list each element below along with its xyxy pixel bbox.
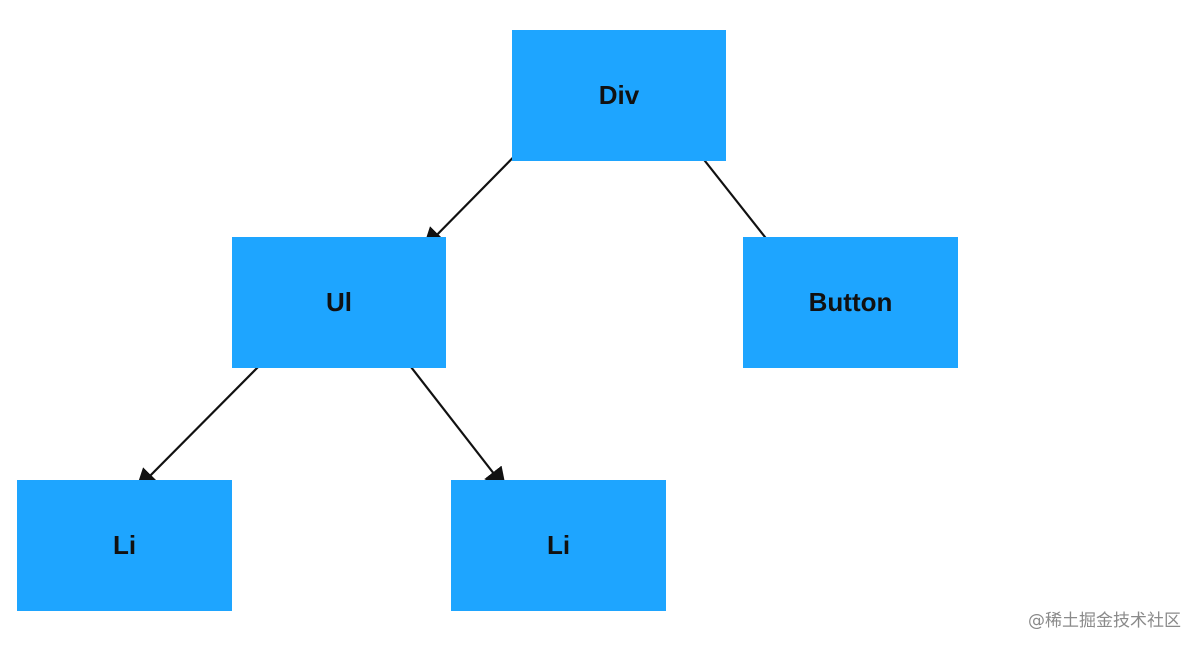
edge-ul-to-li-2 xyxy=(403,357,507,490)
node-button-label: Button xyxy=(808,287,893,317)
node-div: Div xyxy=(512,30,726,161)
node-li-1: Li xyxy=(17,480,232,611)
edge-ul-to-li-1 xyxy=(135,358,267,491)
node-div-label: Div xyxy=(598,80,640,110)
node-li-2-label: Li xyxy=(546,530,571,560)
node-button: Button xyxy=(743,237,958,368)
watermark-text: @稀土掘金技术社区 xyxy=(1028,611,1181,631)
node-li-1-label: Li xyxy=(112,530,137,560)
node-li-2: Li xyxy=(451,480,666,611)
node-ul: Ul xyxy=(232,237,446,368)
node-ul-label: Ul xyxy=(326,287,352,317)
